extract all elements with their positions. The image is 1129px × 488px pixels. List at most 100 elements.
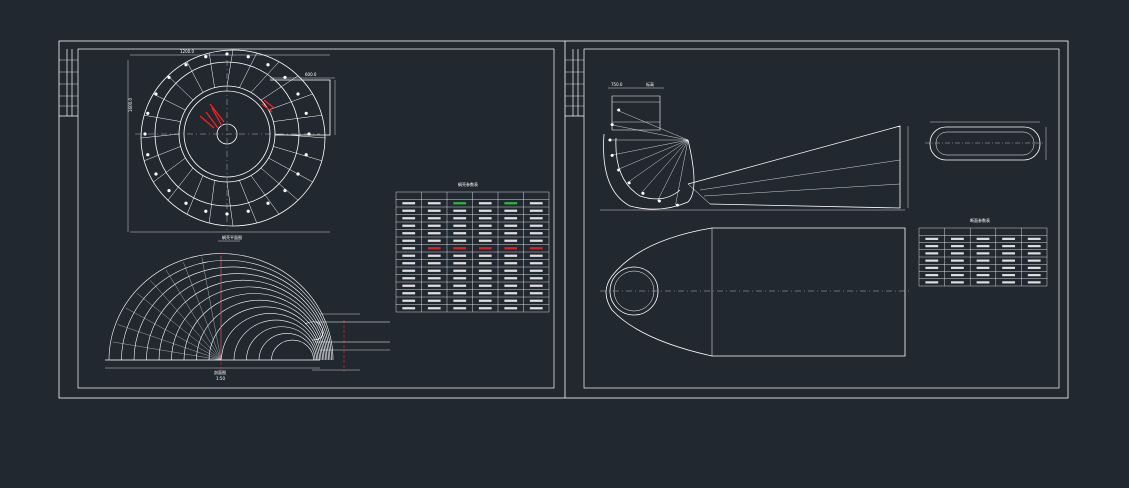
casing-segment-line xyxy=(250,175,280,215)
section-ray xyxy=(136,293,222,361)
table-cell-mark xyxy=(478,269,492,272)
table-cell-mark xyxy=(529,232,543,235)
table-cell-mark xyxy=(453,224,467,227)
casing-segment-line xyxy=(226,49,234,87)
table-cell-mark xyxy=(478,292,492,295)
table-cell-mark xyxy=(504,284,518,287)
table-cell-mark xyxy=(427,217,441,220)
bolt-dot xyxy=(184,201,188,205)
section-arc xyxy=(246,326,317,361)
bolt-dot xyxy=(296,172,300,176)
svg-text:1600.0: 1600.0 xyxy=(128,98,133,112)
table-cell-mark xyxy=(427,269,441,272)
table-cell-mark xyxy=(504,202,518,205)
table-cell-mark xyxy=(529,284,543,287)
table-cell-mark xyxy=(1027,259,1041,262)
table-cell-mark xyxy=(529,217,543,220)
table-cell-mark xyxy=(1002,252,1015,255)
casing-segment-line xyxy=(167,75,194,101)
table-cell-mark xyxy=(427,284,441,287)
casing-segment-line xyxy=(208,52,215,88)
casing-segment-line xyxy=(167,167,194,201)
table-cell-mark xyxy=(427,254,441,257)
casing-segment-line xyxy=(250,61,280,93)
volute-ray xyxy=(616,109,689,141)
table-cell-mark xyxy=(529,202,543,205)
volute-ray xyxy=(657,139,689,202)
table-cell-mark xyxy=(504,239,518,242)
bolt-dot xyxy=(204,209,208,213)
casing-segment-line xyxy=(239,180,258,224)
svg-text:600.0: 600.0 xyxy=(305,72,317,77)
bolt-dot xyxy=(225,212,229,216)
table-cell-mark xyxy=(1002,274,1015,277)
red-arrow-annotations xyxy=(199,99,275,129)
table-cell-mark xyxy=(504,224,518,227)
table-cell-mark xyxy=(925,245,939,248)
table-cell-mark xyxy=(529,277,543,280)
table-cell-mark xyxy=(976,252,990,255)
table-cell-mark xyxy=(427,232,441,235)
table-cell-mark xyxy=(402,232,416,235)
table-cell-mark xyxy=(453,209,467,212)
table-cell-mark xyxy=(925,274,939,277)
bolt-dot xyxy=(266,201,270,205)
table-cell-mark xyxy=(529,209,543,212)
table-cell-mark xyxy=(951,237,964,240)
table-cell-mark xyxy=(453,277,467,280)
casing-table-title: 蜗壳参数表 xyxy=(458,181,478,187)
table-cell-mark xyxy=(951,281,964,284)
section-arc xyxy=(171,286,326,361)
section-parameter-table: 断面参数表 xyxy=(918,217,1048,287)
dimension-labels-plan: 1200.0 600.0 1600.0 xyxy=(128,49,317,112)
bolt-dot xyxy=(296,92,300,96)
table-cell-mark xyxy=(529,262,543,265)
table-cell-mark xyxy=(478,239,492,242)
table-cell-mark xyxy=(478,254,492,257)
table-cell-mark xyxy=(529,239,543,242)
table-cell-mark xyxy=(478,284,492,287)
table-cell-mark xyxy=(976,245,990,248)
table-cell-mark xyxy=(478,217,492,220)
casing-segment-line xyxy=(273,114,322,122)
section-arc xyxy=(233,319,319,361)
section-ray xyxy=(165,269,222,361)
spiral-casing-plan xyxy=(127,49,336,233)
svg-text:1200.0: 1200.0 xyxy=(180,49,194,54)
volute-dot xyxy=(675,203,679,207)
table-cell-mark xyxy=(951,274,964,277)
table-cell-mark xyxy=(427,224,441,227)
title-block-right xyxy=(565,59,584,107)
table-cell-mark xyxy=(453,217,467,220)
table-cell-mark xyxy=(453,307,467,310)
table-cell-mark xyxy=(453,232,467,235)
table-cell-mark xyxy=(1002,259,1015,262)
table-cell-mark xyxy=(504,254,518,257)
section-arc xyxy=(208,306,322,361)
table-cell-mark xyxy=(504,262,518,265)
section-ray xyxy=(125,307,222,361)
elevation-view xyxy=(600,87,909,211)
table-cell-mark xyxy=(478,209,492,212)
elevation-label-2: 标高 xyxy=(646,81,654,87)
section-arc xyxy=(146,273,329,361)
volute-dot xyxy=(610,123,614,127)
table-cell-mark xyxy=(1002,245,1015,248)
bolt-dot xyxy=(167,75,171,80)
casing-segment-line xyxy=(140,133,180,139)
table-cell-mark xyxy=(951,252,964,255)
table-cell-mark xyxy=(504,209,518,212)
section-arc xyxy=(196,299,323,361)
slot-plan xyxy=(925,121,1047,161)
table-cell-mark xyxy=(478,307,492,310)
table-cell-mark xyxy=(529,269,543,272)
table-cell-mark xyxy=(1027,252,1041,255)
table-cell-mark xyxy=(427,209,441,212)
table-cell-mark xyxy=(951,266,964,269)
table-cell-mark xyxy=(402,269,416,272)
table-cell-mark xyxy=(478,247,492,250)
table-cell-mark xyxy=(427,292,441,295)
table-cell-mark xyxy=(478,232,492,235)
table-cell-mark xyxy=(427,247,441,250)
section-ray xyxy=(183,262,222,361)
